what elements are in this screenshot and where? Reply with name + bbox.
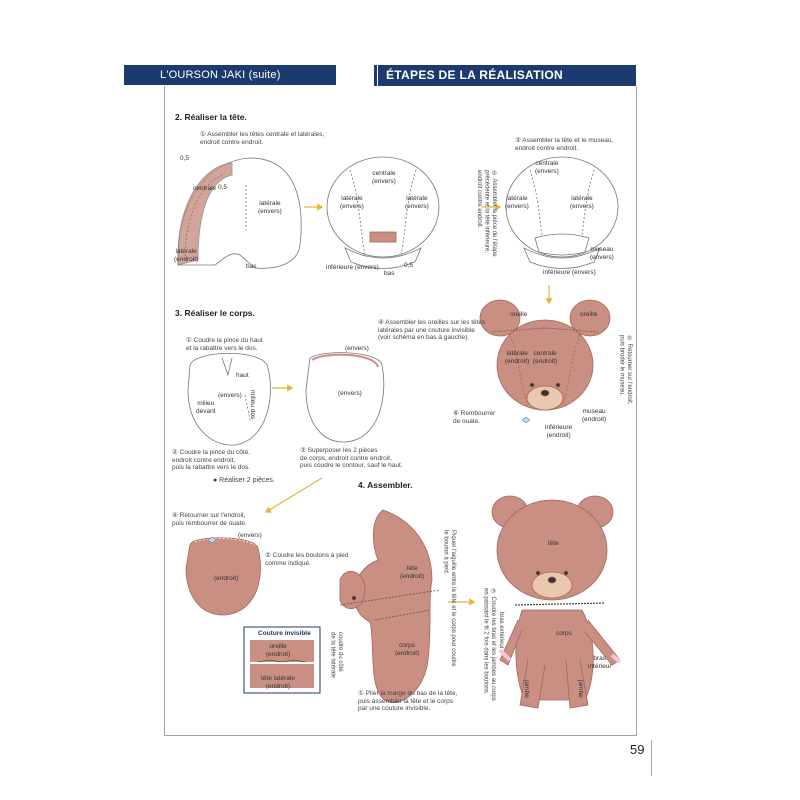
head-piece-3 <box>505 156 619 269</box>
head-piece-2 <box>326 156 440 269</box>
invisible-seam-diagram <box>243 626 321 694</box>
label-laterale-env-2b: latérale (envers) <box>405 195 429 210</box>
label-museau-end-f: museau (endroit) <box>582 408 607 423</box>
stuffing-icon-2 <box>207 536 217 544</box>
label-milieu-devant: milieu devant <box>196 400 216 415</box>
body-step-3: ③ Superposer les 2 pièces de corps, endr… <box>300 447 403 469</box>
head-step-4: ④ Assembler les oreilles sur les têtes l… <box>378 319 486 341</box>
label-bras-int: bras intérieur <box>588 655 612 670</box>
finished-head <box>479 299 611 411</box>
label-museau-env: museau (envers) <box>590 246 614 261</box>
section-header: ÉTAPES DE LA RÉALISATION <box>374 65 636 86</box>
page-number-rule <box>651 740 652 776</box>
stuffing-icon <box>521 416 531 424</box>
label-haut: haut <box>236 372 249 379</box>
label-centrale-env-3: centrale (envers) <box>535 160 559 175</box>
body-step-button: ② Coudre les boutons à pied comme indiqu… <box>265 552 349 567</box>
label-laterale-end: latérale (endroit) <box>174 248 199 263</box>
label-inferieure-end-f: inférieure (endroit) <box>545 424 573 439</box>
invisible-side: coudre du côté de la tête latérale <box>329 632 344 679</box>
assemble-step-3: ③ Coudre les bras et les jambes au corps… <box>482 588 497 701</box>
label-envers-b2a: (envers) <box>345 345 369 352</box>
body-piece-1 <box>187 353 271 446</box>
assemble-vertical-note: Piquer l'aiguille entre la tête et le co… <box>442 530 457 667</box>
section-head-title: 2. Réaliser la tête. <box>175 112 247 122</box>
label-oreille-2: oreille <box>580 311 598 318</box>
content-frame <box>164 86 637 736</box>
invisible-oreille: oreille (endroit) <box>266 643 291 658</box>
head-step-6: ⑥ Rembourrer de ouate. <box>453 410 496 425</box>
label-bas-2: bas <box>384 270 395 277</box>
head-step-2: ② Assembler la pièce de l'étape précéden… <box>476 170 497 257</box>
label-half-3: 0,5 <box>404 262 414 269</box>
body-step-2: ② Coudre la pince du côté, endroit contr… <box>172 449 251 471</box>
label-envers-b1: (envers) <box>218 392 242 399</box>
body-step-1: ① Coudre la pince du haut et la rabattre… <box>186 337 263 352</box>
label-half-1: 0,5 <box>180 155 190 162</box>
page-number: 59 <box>630 742 645 757</box>
label-envers-bf: (envers) <box>238 532 262 539</box>
label-jambe-1: jambe <box>523 680 530 698</box>
stuffed-body <box>185 537 261 616</box>
body-piece-2 <box>305 352 385 443</box>
label-envers-b2b: (envers) <box>338 390 362 397</box>
label-jambe-2: jambe <box>577 680 584 698</box>
label-laterale-env-3b: latérale (envers) <box>570 195 594 210</box>
label-tete-final: tête <box>548 540 559 547</box>
label-inferieure-env-3: inférieure (envers) <box>543 269 596 276</box>
head-step-3: ③ Assembler la tête et le museau, endroi… <box>515 137 614 152</box>
head-piece-1 <box>177 157 302 269</box>
label-inferieure-env-2: inférieure (envers) <box>326 264 379 271</box>
label-laterale-env: latérale (envers) <box>258 200 282 215</box>
label-centrale-end-f: centrale (endroit) <box>533 350 558 365</box>
label-bas-1: bas <box>246 263 257 270</box>
body-note: ● Réaliser 2 pièces. <box>213 477 275 484</box>
invisible-seam-title: Couture invisible <box>258 630 311 637</box>
label-corps-end-a: corps (endroit) <box>395 642 420 657</box>
chapter-header: L'OURSON JAKI (suite) <box>124 65 336 85</box>
label-laterale-env-2a: latérale (envers) <box>340 195 364 210</box>
assemble-step-1: ① Plier la marge du bas de la tête, puis… <box>358 690 458 712</box>
label-laterale-end-f: latérale (endroit) <box>505 350 530 365</box>
assembly-side-view <box>339 509 441 703</box>
head-step-1: ① Assembler les têtes centrale et latéra… <box>200 131 325 146</box>
label-centrale-env-2: centrale (envers) <box>372 170 396 185</box>
section-body-title: 3. Réaliser le corps. <box>175 308 255 318</box>
head-step-5: ⑤ Retourner sur l'endroit, puis broder l… <box>618 335 633 405</box>
step-arrows <box>264 203 553 606</box>
label-corps-final: corps <box>556 630 572 637</box>
label-endroit-bf: (endroit) <box>214 575 239 582</box>
section-assemble-title: 4. Assembler. <box>358 480 413 490</box>
finished-bear <box>491 495 622 709</box>
label-tete-end-a: tête (endroit) <box>400 565 425 580</box>
label-laterale-env-3a: latérale (envers) <box>505 195 529 210</box>
label-centrale: centrale <box>193 185 217 192</box>
label-half-2: 0,5 <box>218 184 228 191</box>
invisible-tete: tête latérale (endroit) <box>261 675 295 690</box>
label-milieu-dos: milieu dos <box>249 390 256 420</box>
assemble-step-3b: bras extérieur <box>498 612 504 649</box>
body-step-4: ④ Retourner sur l'endroit, puis rembourr… <box>172 512 247 527</box>
label-oreille-1: oreille <box>510 311 528 318</box>
